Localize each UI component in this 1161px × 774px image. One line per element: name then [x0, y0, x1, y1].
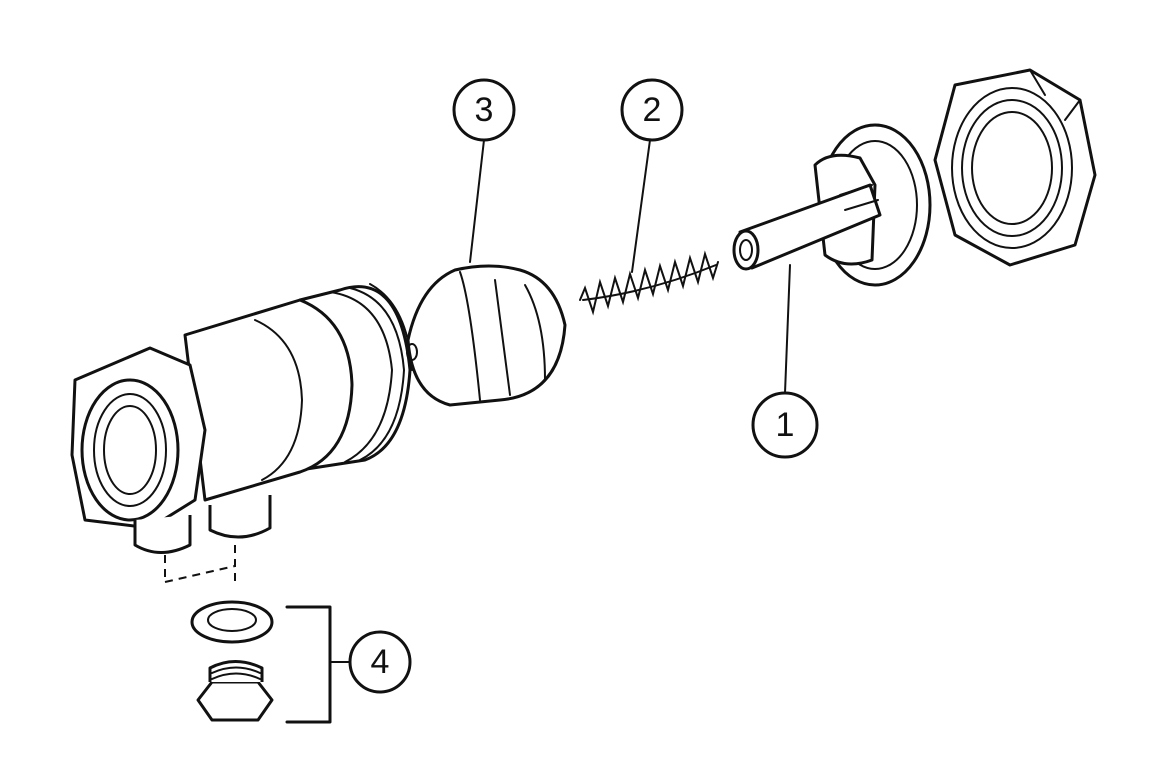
callout-1-leader — [784, 264, 791, 394]
callout-1: 1 — [751, 391, 819, 459]
union-nut — [933, 68, 1097, 267]
callout-2-leader — [631, 139, 651, 273]
spring-part — [579, 250, 719, 316]
callout-4: 4 — [348, 630, 412, 694]
callout-2-label: 2 — [643, 91, 662, 129]
callout-1-label: 1 — [776, 406, 795, 444]
callout-3-leader — [469, 139, 485, 263]
stem-guide-part — [732, 123, 932, 287]
valve-body — [70, 283, 413, 583]
callout-2: 2 — [620, 78, 684, 142]
callout-4-label: 4 — [371, 643, 390, 681]
part-4-bracket — [285, 605, 332, 724]
poppet-part — [406, 264, 567, 407]
callout-3: 3 — [452, 78, 516, 142]
washer-part — [190, 600, 274, 644]
plug-part — [196, 660, 274, 722]
callout-3-label: 3 — [475, 91, 494, 129]
